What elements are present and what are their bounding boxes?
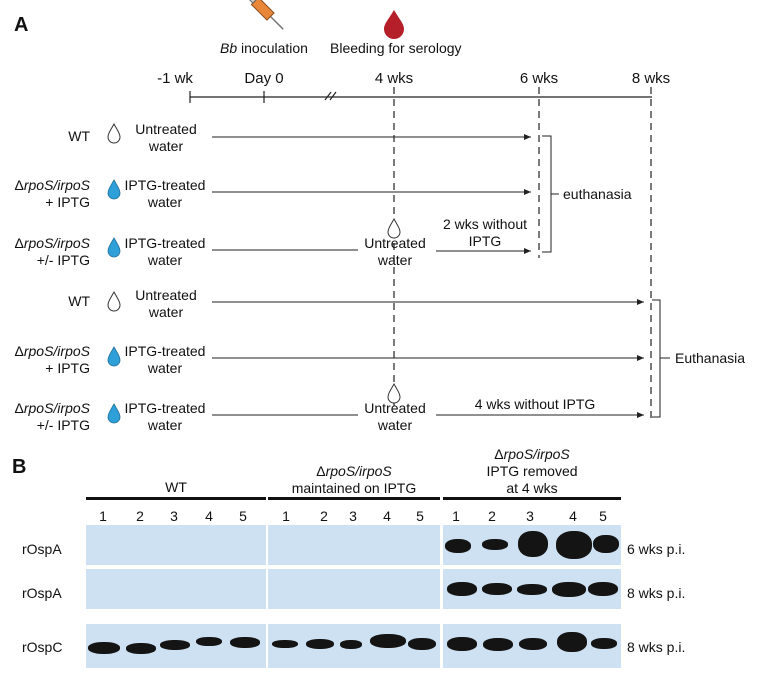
blot-membrane xyxy=(443,525,621,565)
blot-band xyxy=(591,638,617,649)
untreated-drop-icon xyxy=(387,382,401,404)
blot-band xyxy=(447,582,477,596)
euthanasia-upper-label: Euthanasia xyxy=(675,350,746,366)
tick-label: 8 wks xyxy=(631,70,671,87)
blot-membrane xyxy=(86,569,266,609)
blot-band xyxy=(196,637,222,646)
blot-band xyxy=(408,638,436,650)
blot-band xyxy=(445,539,471,553)
blot-band xyxy=(482,583,512,595)
blot-band xyxy=(556,531,592,559)
blot-band xyxy=(126,643,156,654)
iptg-drop-icon xyxy=(107,346,121,367)
blot-band xyxy=(552,582,586,597)
tick-label: 4 wks xyxy=(374,70,414,87)
blot-band xyxy=(370,634,406,648)
blot-band xyxy=(306,639,334,649)
group-wt-label: WT xyxy=(68,128,90,144)
blot-band xyxy=(272,640,298,648)
blot-membrane xyxy=(86,624,266,668)
blot-membrane xyxy=(268,569,440,609)
blot-group-wt: WT xyxy=(165,479,187,495)
bleeding-label: Bleeding for serology xyxy=(330,40,462,56)
syringe-icon xyxy=(244,0,284,30)
blot-group-bar xyxy=(443,497,621,500)
bracket-6wks xyxy=(542,135,559,253)
tick-label: Day 0 xyxy=(244,70,284,87)
blot-band xyxy=(588,582,618,596)
blot-group-bar xyxy=(86,497,266,500)
group-wt-label: WT xyxy=(68,293,90,309)
untreated-drop-icon xyxy=(107,122,121,144)
blot-band xyxy=(230,637,260,648)
group-mut-label: ΔrpoS/irpoS+ IPTG xyxy=(14,177,90,210)
blot-membrane xyxy=(86,525,266,565)
group-mut-label: ΔrpoS/irpoS+ IPTG xyxy=(14,343,90,376)
blot-band xyxy=(517,584,547,595)
blot-band xyxy=(519,638,547,650)
blot-band xyxy=(593,535,619,553)
blot-band xyxy=(482,539,508,550)
group-mut-pm-label: ΔrpoS/irpoS+/- IPTG xyxy=(14,235,90,268)
iptg-drop-icon xyxy=(107,179,121,200)
untreated-drop-icon xyxy=(107,290,121,312)
blot-group-bar xyxy=(268,497,440,500)
blot-band xyxy=(447,637,477,651)
blot-membrane xyxy=(268,525,440,565)
blot-band xyxy=(518,531,548,557)
blot-membrane xyxy=(443,624,621,668)
bracket-8wks xyxy=(652,299,670,418)
iptg-drop-icon xyxy=(107,403,121,424)
euthanasia-lower-label: euthanasia xyxy=(563,186,632,202)
tick-label: 6 wks xyxy=(519,70,559,87)
axis-break xyxy=(324,91,332,101)
group-mut-pm-label: ΔrpoS/irpoS+/- IPTG xyxy=(14,400,90,433)
blot-membrane xyxy=(443,569,621,609)
blot-membrane xyxy=(268,624,440,668)
blot-band xyxy=(160,640,190,650)
blot-row-time: 8 wks p.i. xyxy=(627,639,686,655)
blot-row-time: 6 wks p.i. xyxy=(627,541,686,557)
blot-row-antigen: rOspC xyxy=(22,639,63,655)
blot-band xyxy=(557,632,587,652)
blot-band xyxy=(340,640,362,649)
blot-row-antigen: rOspA xyxy=(22,585,62,601)
untreated-drop-icon xyxy=(387,217,401,239)
blot-row-time: 8 wks p.i. xyxy=(627,585,686,601)
panel-a-letter: A xyxy=(14,14,29,36)
panel-b-letter: B xyxy=(12,456,27,478)
blot-row-antigen: rOspA xyxy=(22,541,62,557)
inoculation-label: Bb inoculation xyxy=(220,40,308,56)
blot-band xyxy=(88,642,120,654)
four-wks-note: 4 wks without IPTG xyxy=(474,396,596,412)
blood-drop-icon xyxy=(384,10,404,39)
tick-label: -1 wk xyxy=(157,70,193,87)
blot-band xyxy=(483,638,513,651)
iptg-drop-icon xyxy=(107,237,121,258)
